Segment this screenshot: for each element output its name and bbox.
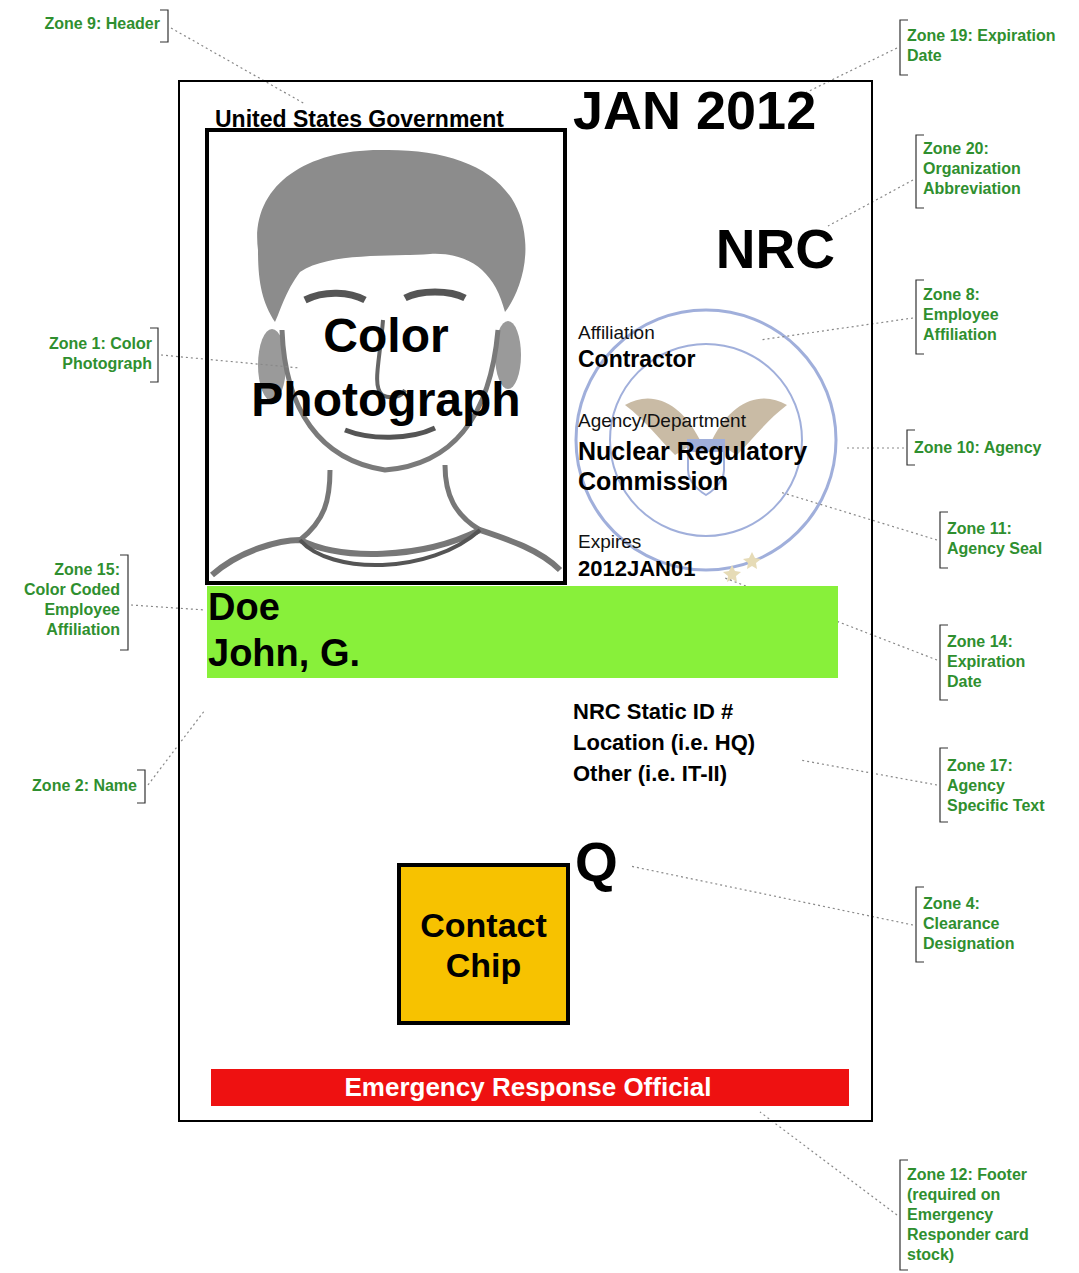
zone-callout: Zone 2: Name — [7, 776, 137, 796]
badge-text: Nuclear Regulatory Commission — [578, 436, 846, 496]
hair — [257, 150, 525, 322]
leader-line — [828, 180, 913, 226]
zone-callout: Zone 17: Agency Specific Text — [947, 756, 1065, 816]
footer-band: Emergency Response Official — [211, 1069, 849, 1106]
zone-callout: Zone 20: Organization Abbreviation — [923, 139, 1053, 199]
badge-text: Expires — [578, 531, 778, 553]
footer-band-text: Emergency Response Official — [211, 1069, 845, 1106]
photo-box: Color Photograph — [205, 128, 567, 585]
contact-chip-text: Contact Chip — [401, 905, 566, 985]
collar — [300, 530, 480, 565]
bracket — [940, 748, 948, 822]
bracket — [916, 280, 924, 354]
leader-line — [171, 28, 305, 104]
bracket — [900, 1160, 908, 1270]
leader-line — [131, 605, 205, 610]
stars — [723, 552, 761, 582]
shoulders — [212, 530, 560, 575]
photo-illustration — [212, 150, 560, 575]
zone-callout: Zone 8: Employee Affiliation — [923, 285, 1033, 345]
badge-text: JAN 2012 — [573, 83, 853, 137]
leader-line — [760, 318, 913, 340]
brackets — [120, 10, 948, 1270]
zone-callout: Zone 4: Clearance Designation — [923, 894, 1038, 954]
badge-text: Affiliation — [578, 322, 778, 344]
eyebrow — [405, 292, 465, 298]
leader-line — [161, 355, 300, 368]
affiliation-band-text: Doe — [208, 585, 828, 629]
leader-lines — [131, 28, 937, 1215]
bracket — [160, 10, 168, 42]
affiliation-band: DoeJohn, G. — [207, 586, 838, 678]
bracket — [916, 135, 924, 208]
zone-callout: Zone 14: Expiration Date — [947, 632, 1047, 692]
neck — [300, 465, 480, 540]
badge-text: 2012JAN01 — [578, 556, 778, 582]
leader-line — [780, 492, 937, 540]
affiliation-band-text: John, G. — [208, 631, 828, 675]
leader-line — [630, 866, 913, 925]
badge-text: Q — [575, 834, 645, 890]
bracket — [916, 887, 924, 962]
leader-line — [800, 760, 937, 785]
leader-line — [760, 1112, 897, 1215]
badge-text: Contractor — [578, 346, 818, 372]
contact-chip: Contact Chip — [397, 863, 570, 1025]
bracket — [137, 770, 145, 803]
bracket — [900, 20, 908, 75]
badge-text: NRC Static ID # Location (i.e. HQ) Other… — [573, 696, 818, 789]
mouth — [345, 428, 435, 437]
bracket — [120, 555, 128, 650]
bracket — [940, 512, 948, 568]
badge-card: United States GovernmentJAN 2012NRCAffil… — [178, 80, 873, 1122]
zone-callout: Zone 9: Header — [20, 14, 160, 34]
badge-text: NRC — [635, 221, 835, 277]
bracket — [907, 430, 915, 465]
zone-callout: Zone 15: Color Coded Employee Affiliatio… — [12, 560, 120, 640]
badge-text: Agency/Department — [578, 410, 818, 432]
zone-callout: Zone 1: Color Photograph — [27, 334, 152, 374]
zone-callout: Zone 12: Footer (required on Emergency R… — [907, 1165, 1057, 1265]
leader-line — [845, 447, 904, 448]
eyebrow — [305, 293, 365, 300]
zone-callout: Zone 19: Expiration Date — [907, 26, 1077, 66]
photo-box-text: Color Photograph — [209, 304, 563, 432]
leader-line — [148, 710, 205, 785]
zone-callout: Zone 11: Agency Seal — [947, 519, 1062, 559]
bracket — [940, 625, 948, 700]
zone-callout: Zone 10: Agency — [914, 438, 1074, 458]
